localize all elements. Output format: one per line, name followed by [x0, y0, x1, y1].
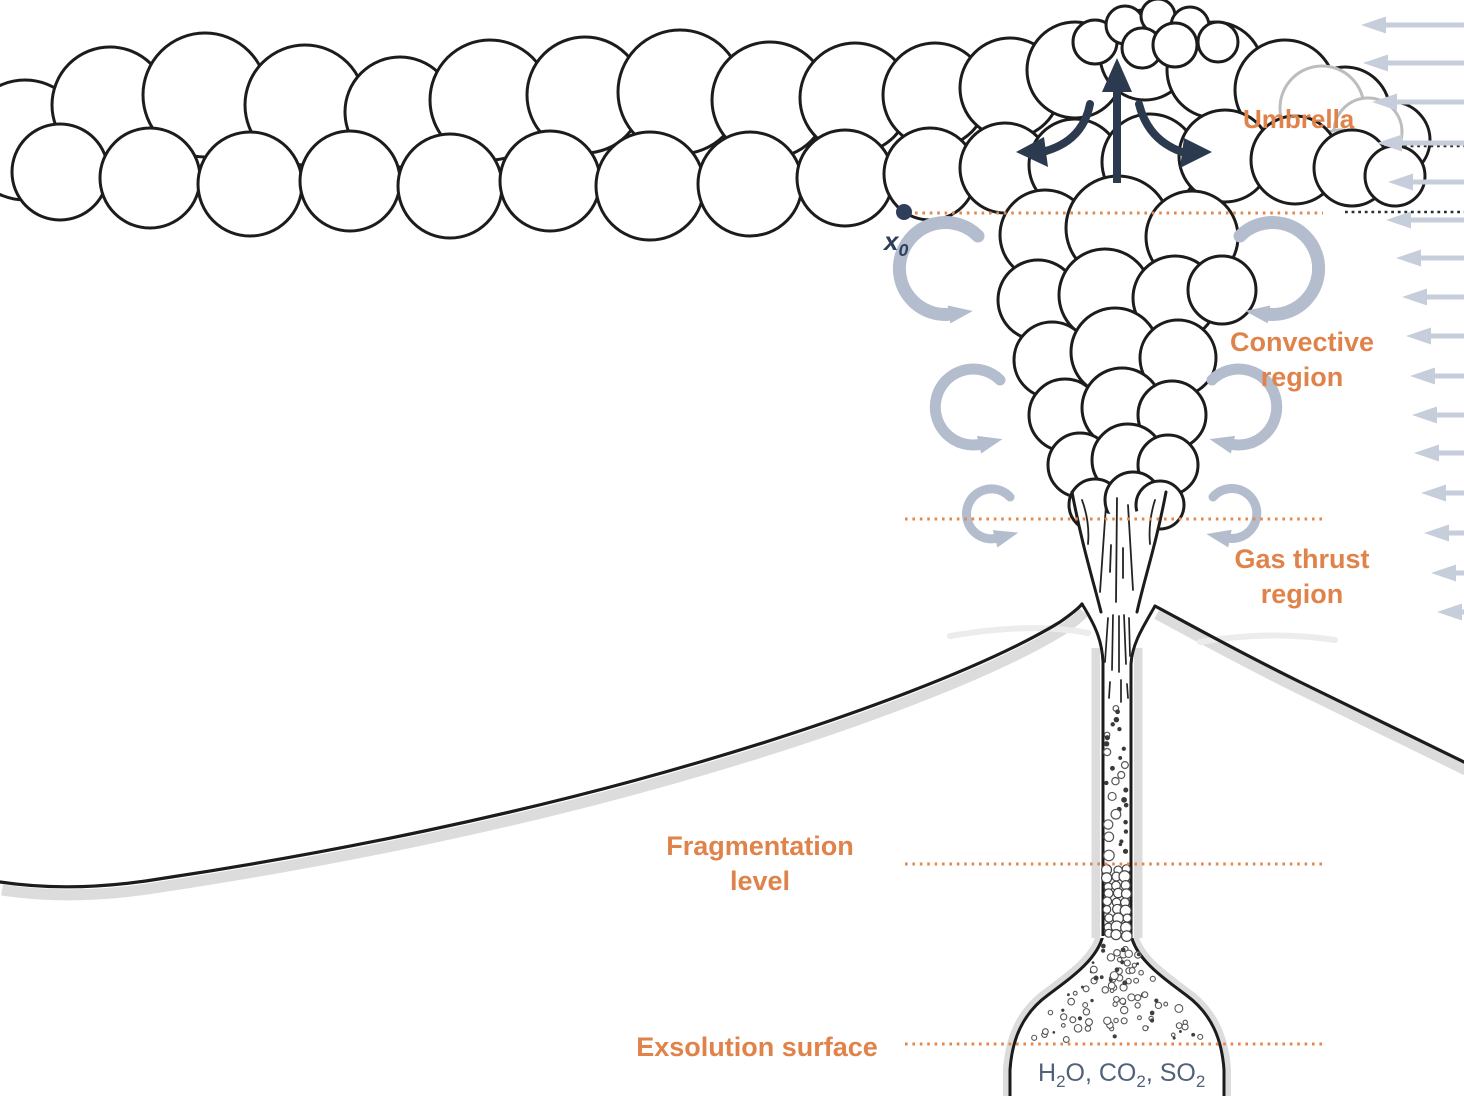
conduit-wall-right [1129, 605, 1157, 936]
wind-arrow [1386, 211, 1464, 229]
slope-outline [0, 602, 1464, 889]
wind-arrow [1363, 54, 1464, 72]
eddy-arrow-right-low [1206, 483, 1262, 548]
wind-arrow [1410, 367, 1464, 385]
exsolution-surface-label: Exsolution surface [636, 1032, 878, 1062]
level-lines [896, 144, 1464, 1046]
volcano-edifice [0, 602, 1464, 901]
conduit-wall-left [1080, 603, 1105, 936]
right-outflow-arrowhead [1180, 138, 1212, 168]
umbrella-cloud [0, 0, 1432, 533]
wind-arrow [1361, 16, 1464, 34]
eddy-arrow-left-top [892, 216, 985, 324]
conduit-contents [1031, 614, 1204, 1043]
eddy-arrow-right-mid [1206, 363, 1283, 454]
wind-arrow [1431, 564, 1464, 582]
eddy-arrow-left-mid [929, 363, 1006, 454]
right-outflow-arrow [1135, 100, 1186, 156]
entrainment-eddies [892, 216, 1326, 548]
wind-arrow [1437, 603, 1464, 621]
wind-arrow [1424, 524, 1464, 542]
chamber-wall-left [1008, 934, 1105, 1096]
chamber-fill [1010, 935, 1224, 1096]
gas-thrust-region-label: Gas thrust region [1234, 544, 1370, 609]
fragmentation-level-label: Fragmentation level [666, 831, 854, 896]
wind-arrow [1388, 173, 1464, 191]
x0-marker-dot [896, 204, 912, 220]
updraft-arrowhead [1102, 58, 1132, 92]
convective-region-label: Convective region [1229, 327, 1375, 392]
wind-arrow [1377, 134, 1464, 152]
wind-arrow [1414, 444, 1464, 462]
wind-arrow [1372, 93, 1464, 111]
left-outflow-arrow [1042, 100, 1094, 155]
eddy-arrow-right-top [1233, 216, 1326, 324]
slope-shadow [1, 608, 1464, 901]
wind-arrow [1412, 406, 1464, 424]
eddy-arrow-left-low [962, 484, 1019, 548]
umbrella-label: Umbrella [1243, 104, 1355, 134]
wind-profile-arrows [1361, 16, 1464, 621]
umbrella-flow-arrows [1016, 58, 1212, 183]
gas-thrust-jet [1070, 490, 1168, 614]
wind-arrow [1402, 288, 1464, 306]
x0-label: x0 [884, 226, 909, 261]
wind-arrow [1421, 484, 1464, 502]
volatiles-label: H2O, CO2, SO2 [1038, 1059, 1206, 1091]
wind-arrow [1396, 249, 1464, 267]
wind-arrow [1406, 327, 1464, 345]
left-outflow-arrowhead [1016, 137, 1048, 167]
